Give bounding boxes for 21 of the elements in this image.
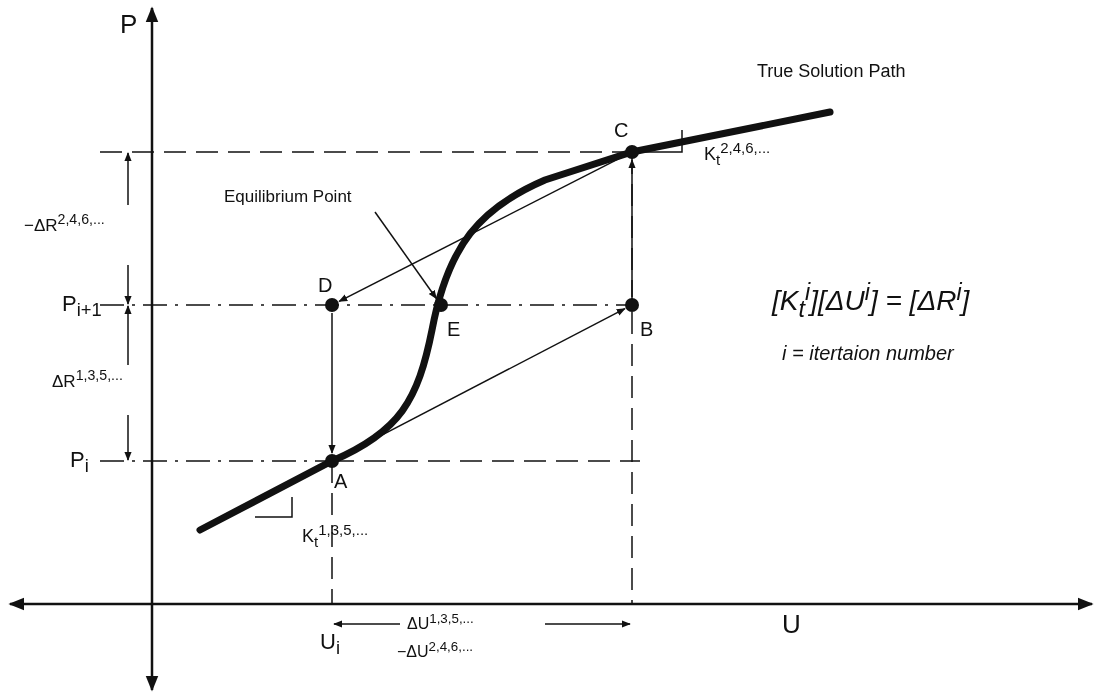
- equation-note: i = itertaion number: [781, 342, 956, 364]
- iteration-arrow: [628, 159, 636, 298]
- curve-label: True Solution Path: [756, 62, 907, 82]
- point-label: E: [447, 319, 461, 339]
- increment-label: −ΔR$^{2,4,6,...}$: [23, 212, 106, 236]
- load-level-label: P$_{i+1}$: [61, 292, 103, 321]
- leader-arrow: [374, 211, 438, 300]
- load-level-label: P$_{i}$: [69, 448, 90, 477]
- point-label: A: [334, 471, 348, 491]
- point-label: B: [640, 319, 654, 339]
- equation-text: [K$_{t}$$^{i}$][ΔU$^{i}$] = [ΔR$^{i}$]: [770, 280, 971, 323]
- increment-label: −ΔU$^{2,4,6,...}$: [396, 640, 475, 661]
- increment-label: ΔR$^{1,3,5,...}$: [51, 368, 124, 392]
- axis-label: U: [781, 610, 802, 639]
- axis-label: P: [119, 10, 139, 39]
- callout-text: Equilibrium Point: [222, 188, 354, 207]
- iteration-arrow: [328, 312, 336, 454]
- increment-label: ΔU$^{1,3,5,...}$: [406, 612, 475, 633]
- displacement-label: U$_{i}$: [319, 630, 341, 659]
- point-label: C: [614, 120, 629, 140]
- point-label: D: [318, 275, 333, 295]
